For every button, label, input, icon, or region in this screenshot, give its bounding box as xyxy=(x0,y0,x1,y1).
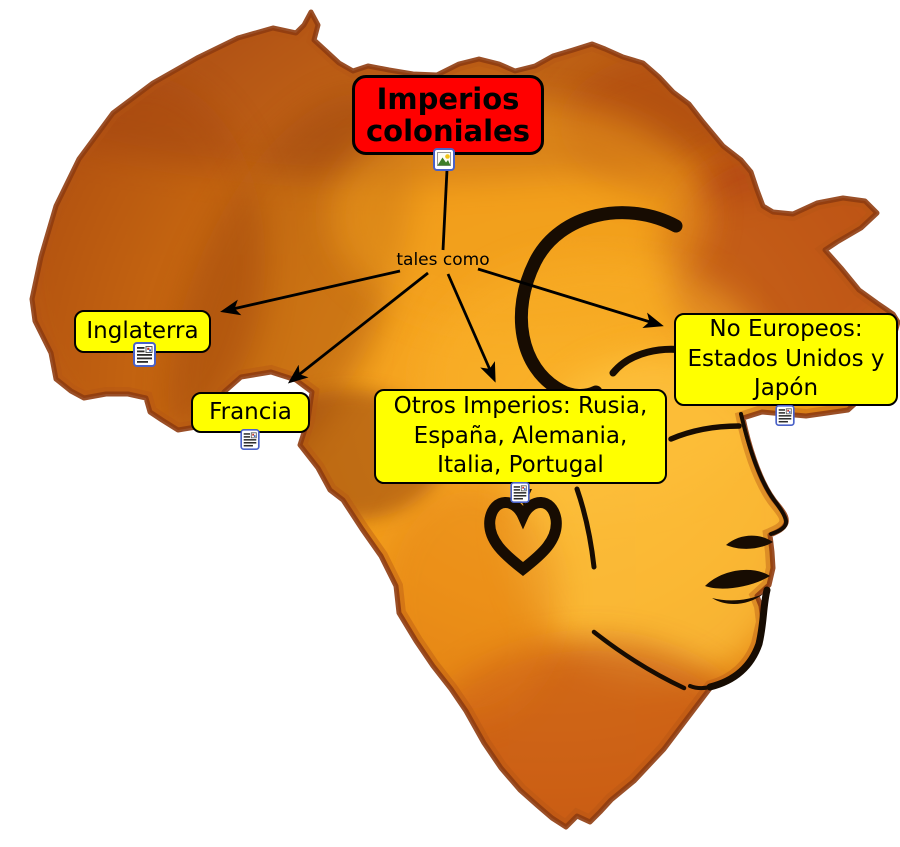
concept-node-root[interactable]: Imperios coloniales xyxy=(352,75,544,155)
eyebrow-line xyxy=(668,423,742,442)
nose-profile-line xyxy=(739,412,789,536)
document-resource-icon[interactable] xyxy=(510,482,530,503)
connector-lines xyxy=(220,169,664,384)
node-label: Francia xyxy=(209,398,292,425)
node-label: No Europeos: Estados Unidos y Japón xyxy=(687,315,885,402)
heart-outline xyxy=(484,497,562,576)
document-resource-icon[interactable] xyxy=(133,342,156,367)
upper-lip xyxy=(705,569,770,589)
concept-node-no-europeos[interactable]: No Europeos: Estados Unidos y Japón xyxy=(674,313,898,406)
connector-root-to-phrase xyxy=(441,169,449,251)
node-label: Otros Imperios: Rusia, España, Alemania,… xyxy=(393,392,648,479)
chin-outline-taper xyxy=(688,684,712,691)
image-resource-icon[interactable] xyxy=(433,148,455,171)
lower-lip xyxy=(712,594,763,604)
concept-node-francia[interactable]: Francia xyxy=(191,392,310,433)
nostril-shadow xyxy=(726,535,773,549)
node-label: Inglaterra xyxy=(86,317,199,344)
root-node-label: Imperios coloniales xyxy=(365,81,530,148)
hair-strand xyxy=(574,486,597,570)
document-resource-icon[interactable] xyxy=(775,405,795,426)
document-resource-icon[interactable] xyxy=(240,429,260,450)
chin-outline xyxy=(706,586,771,691)
connector-to-otros xyxy=(446,273,496,383)
connector-to-francia xyxy=(287,271,429,384)
concept-node-otros-imperios[interactable]: Otros Imperios: Rusia, España, Alemania,… xyxy=(374,389,667,484)
jaw-line xyxy=(591,629,687,691)
connector-to-noeuropeos xyxy=(477,267,664,328)
connector-to-inglaterra xyxy=(220,269,401,316)
linking-phrase[interactable]: tales como xyxy=(396,250,490,270)
